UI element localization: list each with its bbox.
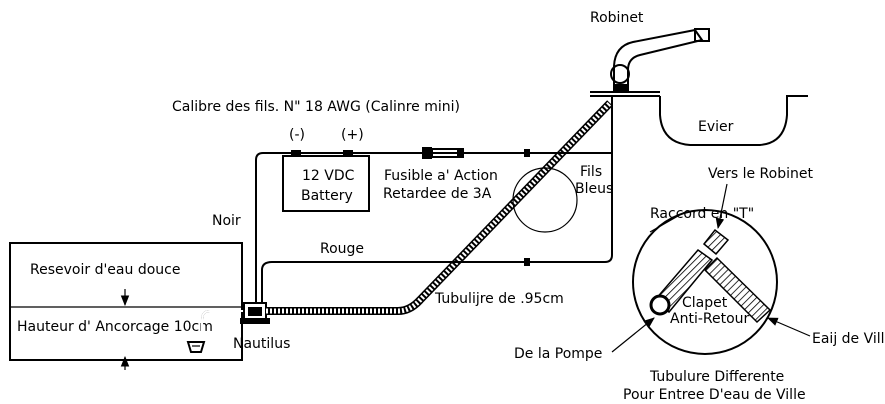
tee-fitting-callout: Vers le Robinet Raccord en "T" Clapet An… <box>514 166 885 403</box>
fuse: Fusible a' Action Retardee de 3A <box>383 147 498 202</box>
pump-label: Nautilus <box>233 336 290 352</box>
sink-label: Evier <box>698 119 734 135</box>
city-water-label: Eaij de Ville <box>812 331 885 347</box>
red-wire-label: Rouge <box>320 241 364 257</box>
tubing-label: Tubulijre de .95cm <box>434 291 564 307</box>
battery-neg-terminal: (-) <box>289 127 305 143</box>
blue-wires-label-1: Fils <box>580 164 602 180</box>
faucet: Robinet <box>590 10 710 93</box>
diff-tubing-label-1: Tubulure Differente <box>649 369 784 385</box>
battery: Calibre des fils. N" 18 AWG (Calinre min… <box>172 99 460 212</box>
to-faucet-label: Vers le Robinet <box>708 166 813 182</box>
blue-wires-label-2: Bleus <box>575 181 613 197</box>
tank-label: Resevoir d'eau douce <box>30 262 180 278</box>
tee-fitting-label: Raccord en "T" <box>650 206 754 222</box>
fuse-label-2: Retardee de 3A <box>383 186 492 202</box>
diff-tubing-label-2: Pour Entree D'eau de Ville <box>623 387 806 403</box>
wiring: Noir Rouge Fils Bleus <box>212 95 613 303</box>
black-wire-label: Noir <box>212 213 241 229</box>
check-valve-label-2: Anti-Retour <box>670 311 750 327</box>
fuse-label-1: Fusible a' Action <box>384 168 498 184</box>
wire-gauge-label: Calibre des fils. N" 18 AWG (Calinre min… <box>172 99 460 115</box>
sink: Evier <box>590 91 808 146</box>
mount-height-label: Hauteur d' Ancorcage 10cm <box>17 319 213 335</box>
check-valve-label-1: Clapet <box>682 295 728 311</box>
from-pump-label: De la Pompe <box>514 346 602 362</box>
intake-strainer <box>186 310 245 353</box>
faucet-label: Robinet <box>590 10 644 26</box>
battery-label-1: 12 VDC <box>302 168 355 184</box>
battery-pos-terminal: (+) <box>341 127 364 143</box>
battery-label-2: Battery <box>301 188 353 204</box>
freshwater-tank: Resevoir d'eau douce Hauteur d' Ancorcag… <box>9 242 243 370</box>
